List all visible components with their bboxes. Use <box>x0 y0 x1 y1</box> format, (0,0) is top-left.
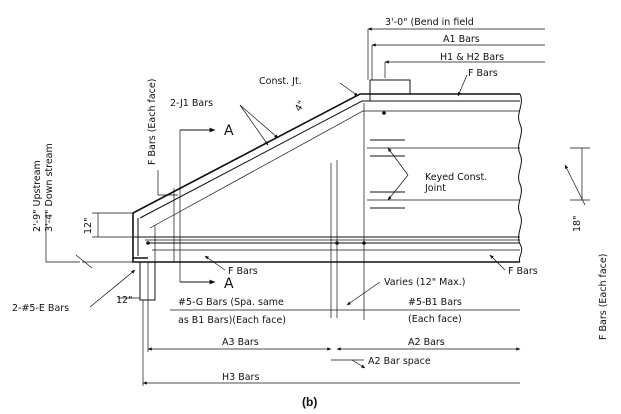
section-a-bottom-label: A <box>224 276 234 292</box>
dim-12-bottom-label: 12" <box>116 295 132 306</box>
a2-bars-label: A2 Bars <box>408 337 445 348</box>
bend-label: 3'-0" (Bend in field <box>385 17 474 28</box>
upstream-label: 2'-9" Upstream <box>32 160 43 232</box>
keyed-joint-label-2: Joint <box>424 183 446 194</box>
f-bars-bottom-mid-label: F Bars <box>228 266 258 277</box>
downstream-label: 3'-4" Down stream <box>44 143 55 232</box>
h1-h2-bars-label: H1 & H2 Bars <box>440 52 504 63</box>
dimension-lines <box>45 27 590 386</box>
const-jt-label: Const. Jt. <box>259 76 302 87</box>
g-bars-label-2: as B1 Bars)(Each face) <box>178 315 286 326</box>
figure-caption: (b) <box>302 395 317 409</box>
dim-18-label: 18" <box>572 216 583 232</box>
keyed-joint-label-1: Keyed Const. <box>425 172 487 183</box>
f-bars-bottom-right-label: F Bars <box>508 266 538 277</box>
a1-bars-label: A1 Bars <box>443 34 480 45</box>
b1-bars-label-2: (Each face) <box>408 314 462 325</box>
b1-bars-label-1: #5-B1 Bars <box>408 297 462 308</box>
a2-bar-space-label: A2 Bar space <box>368 356 431 367</box>
four-inch-label: 4" <box>293 99 308 114</box>
varies-label: Varies (12" Max.) <box>384 277 466 288</box>
f-bars-top-label: F Bars <box>468 68 498 79</box>
e-bars-label: 2-#5-E Bars <box>12 303 69 314</box>
f-bars-each-face-right-label: F Bars (Each face) <box>598 254 609 340</box>
dim-12-left-label: 12" <box>83 218 94 234</box>
f-bars-each-face-left-label: F Bars (Each face) <box>147 79 158 165</box>
j1-bars-label: 2-J1 Bars <box>170 98 213 109</box>
section-a-top-label: A <box>224 123 234 139</box>
h3-bars-label: H3 Bars <box>222 372 259 383</box>
a3-bars-label: A3 Bars <box>222 337 259 348</box>
g-bars-label-1: #5-G Bars (Spa. same <box>178 297 284 308</box>
